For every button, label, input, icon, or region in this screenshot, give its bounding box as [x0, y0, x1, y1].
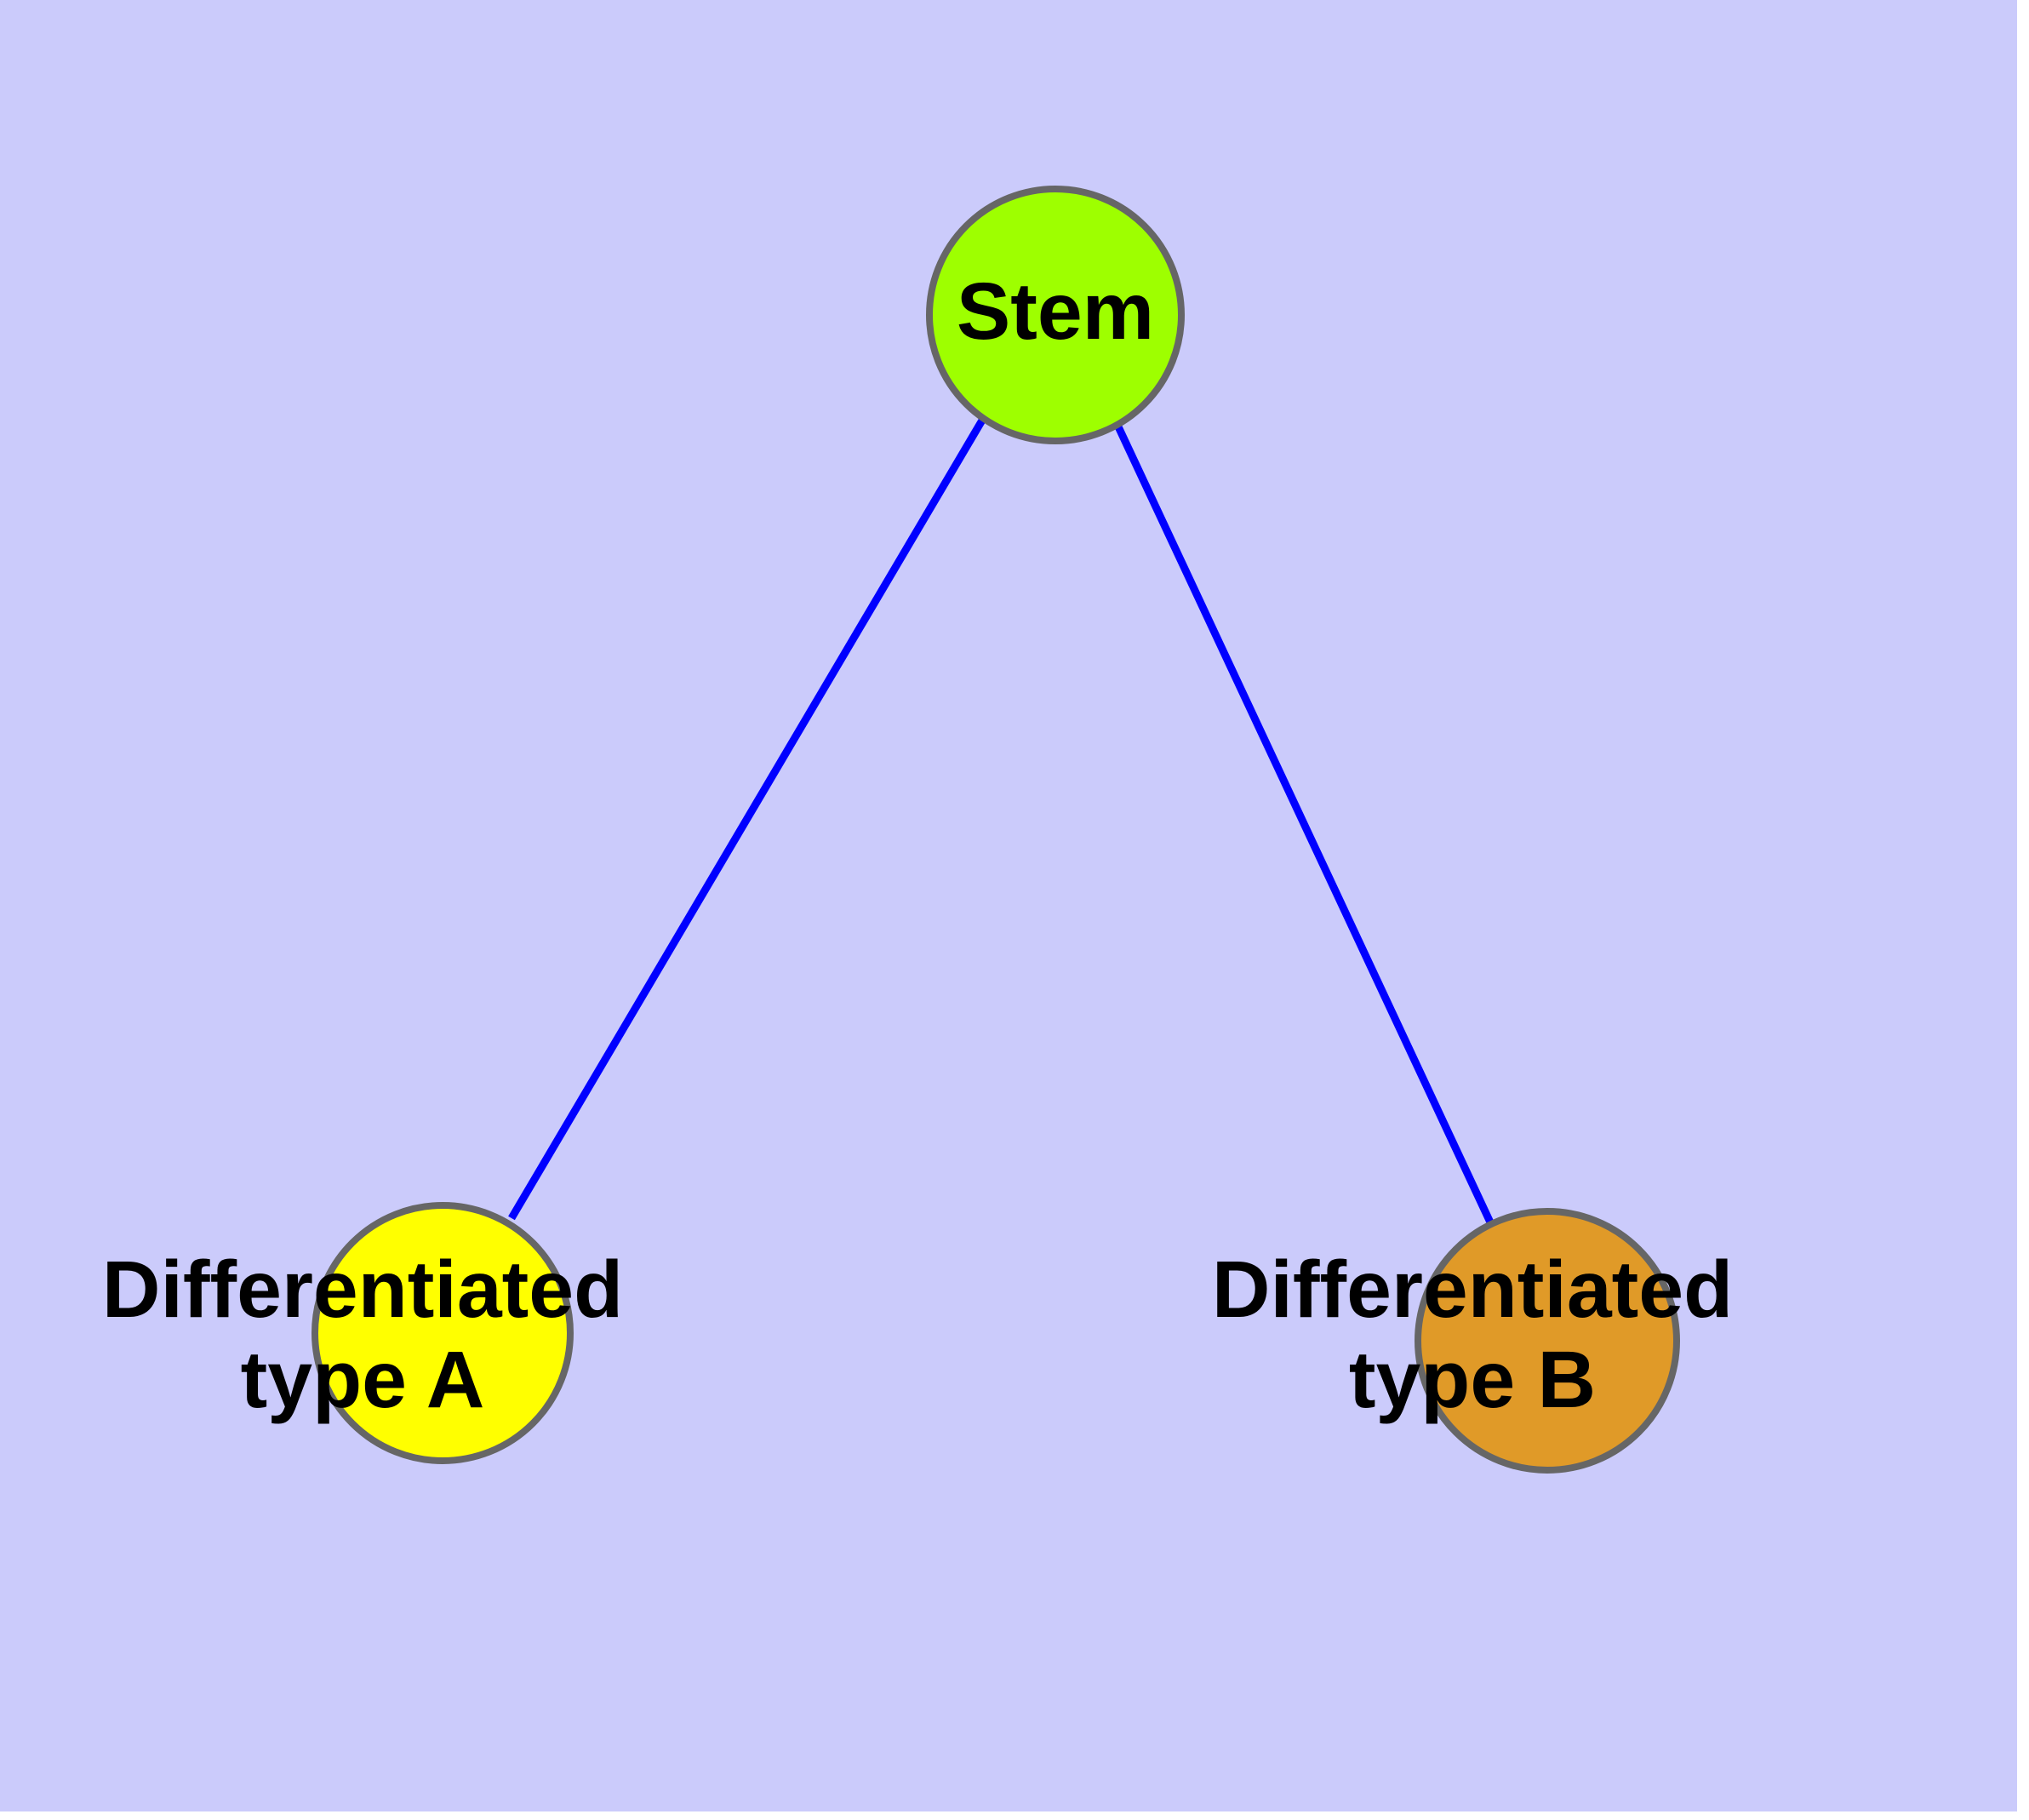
edge-stem-to-differentiated-type-b[interactable]	[1112, 421, 1495, 1226]
node-group	[311, 186, 1680, 1474]
edge-group	[508, 416, 1495, 1226]
label-line: type B	[1349, 1335, 1596, 1425]
label-line: Differentiated	[1212, 1245, 1733, 1335]
node-stem-label: Stem	[957, 266, 1154, 357]
node-differentiated-type-b-circle[interactable]	[1415, 1208, 1680, 1474]
label-line: Differentiated	[102, 1245, 623, 1335]
label-line: type A	[241, 1335, 485, 1425]
label-line: Stem	[957, 266, 1154, 357]
node-differentiated-type-a-circle[interactable]	[311, 1202, 574, 1464]
node-stem-circle[interactable]	[926, 186, 1185, 444]
edge-stem-to-differentiated-type-a[interactable]	[508, 416, 986, 1221]
